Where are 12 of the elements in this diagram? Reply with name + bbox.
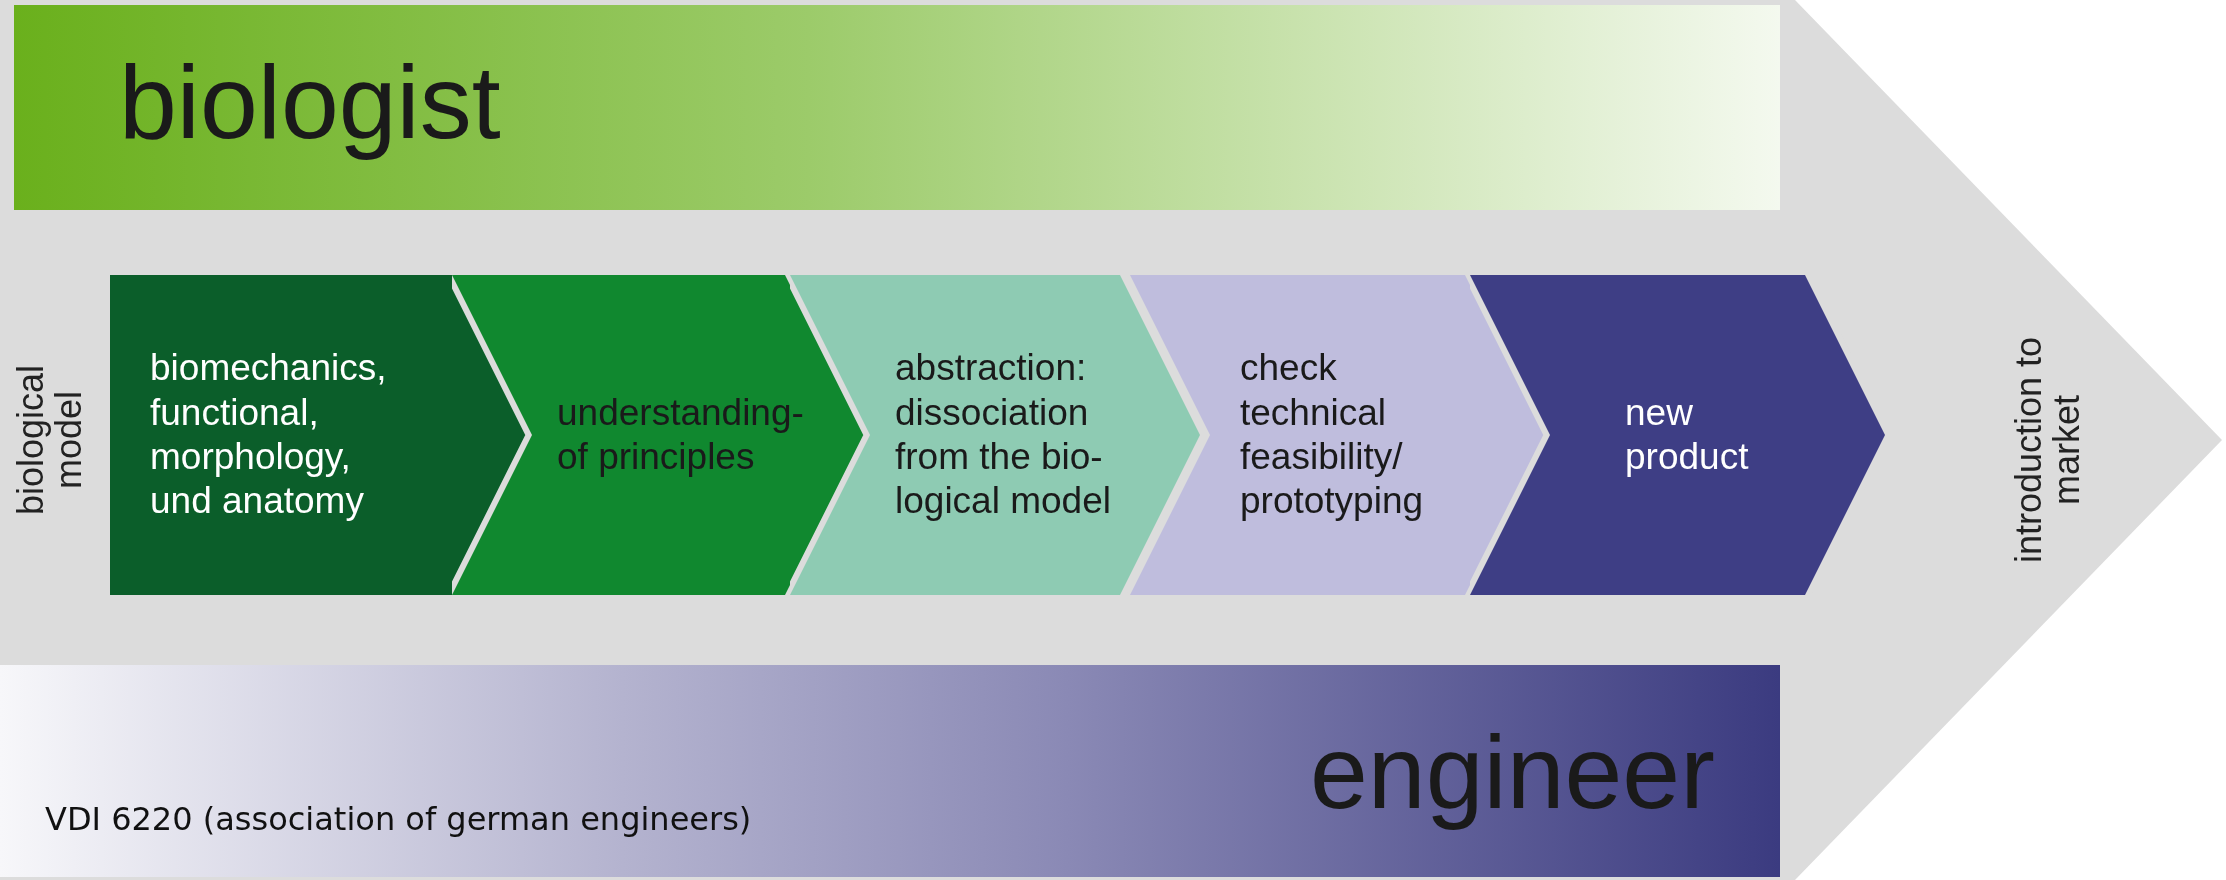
step-label: biomechanics, functional, morphology, und anatomy (150, 346, 388, 524)
role-band (14, 5, 1780, 210)
step-label: understanding- of principles (557, 390, 805, 479)
role-title: engineer (1310, 715, 1715, 830)
side-label: biological model (12, 363, 88, 518)
step-label: abstraction: dissociation from the bio- logical model (895, 346, 1112, 524)
role-title: biologist (119, 45, 501, 160)
role-band (0, 665, 1780, 877)
source-note: VDI 6220 (association of german engineers) (45, 800, 752, 838)
step-label: new product (1625, 390, 1750, 479)
step-label: check technical feasibility/ prototyping (1240, 346, 1425, 524)
side-label: introduction to market (2010, 335, 2086, 566)
